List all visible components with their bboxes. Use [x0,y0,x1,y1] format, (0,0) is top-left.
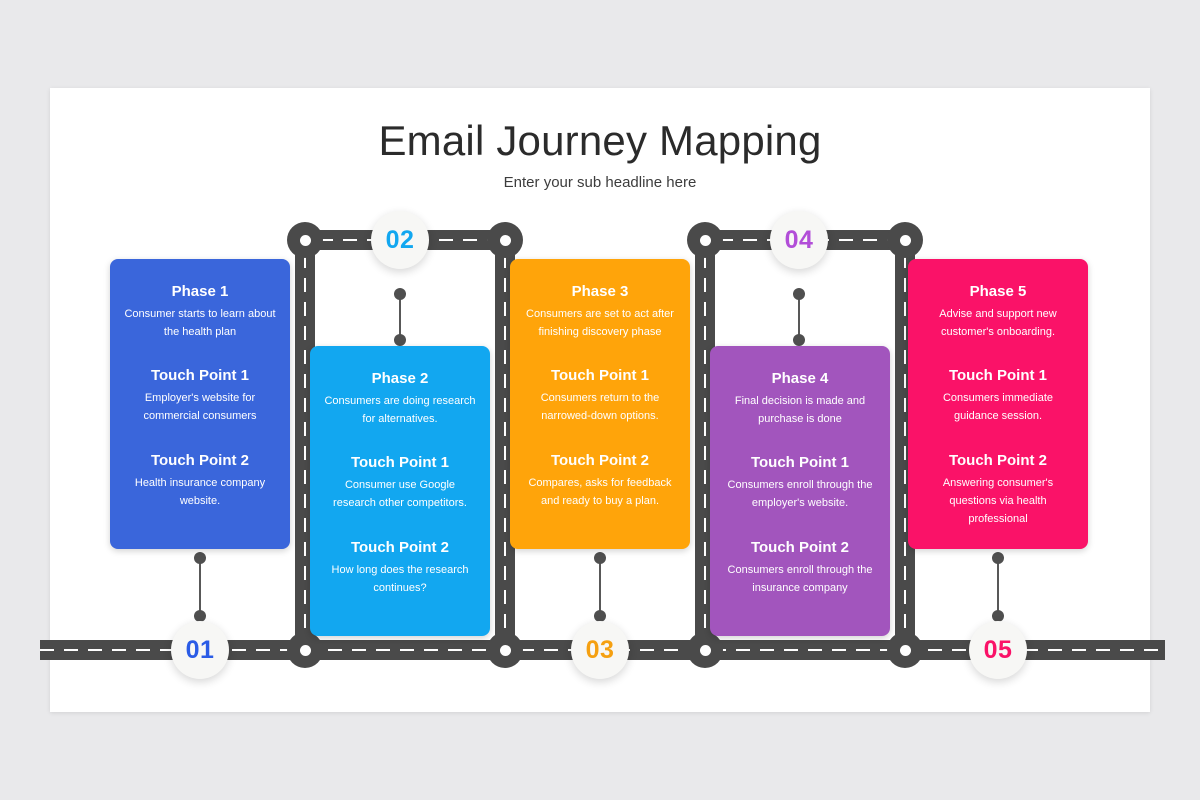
pin-dot-top [793,288,805,300]
road-corner-knob-4 [887,222,923,258]
touchpoint1-title: Touch Point 1 [750,454,850,472]
pin-dot-top [194,552,206,564]
phase-title: Phase 1 [171,283,229,300]
touchpoint2-title: Touch Point 2 [750,538,850,556]
road-junction-knob-2 [487,632,523,668]
touchpoint1-title: Touch Point 1 [948,367,1048,385]
phase-title: Phase 3 [571,283,629,300]
touchpoint2-title: Touch Point 2 [550,451,650,469]
touchpoint2-title: Touch Point 2 [948,451,1048,469]
road-dash [904,230,906,650]
pin-connector-5 [992,552,1004,622]
pin-dot-top [394,288,406,300]
touchpoint1-description: Employer's website for commercial consum… [143,392,257,423]
phase-card-1[interactable]: Phase 1 Consumer starts to learn about t… [110,259,290,549]
phase-title: Phase 2 [371,370,429,387]
step-badge-03[interactable]: 03 [571,621,629,679]
phase-card-2[interactable]: Phase 2 Consumers are doing research for… [310,346,490,636]
touchpoint1-description: Consumers return to the narrowed-down op… [540,392,660,423]
pin-connector-1 [194,552,206,622]
step-badge-label: 01 [185,635,215,664]
pin-connector-3 [594,552,606,622]
touchpoint1-title: Touch Point 1 [150,367,250,385]
pin-dot-bottom [992,610,1004,622]
pin-stem [798,294,800,340]
pin-connector-4 [793,288,805,346]
touchpoint2-description: Health insurance company website. [134,476,266,507]
step-badge-02[interactable]: 02 [371,211,429,269]
touchpoint1-description: Consumer use Google research other compe… [333,479,467,510]
touchpoint2-description: Compares, asks for feedback and ready to… [528,476,672,507]
road-corner-knob-3 [687,222,723,258]
pin-dot-bottom [194,610,206,622]
phase-description: Final decision is made and purchase is d… [734,395,866,426]
road-junction-knob-4 [887,632,923,668]
road-corner-knob-1 [287,222,323,258]
road-dash [704,230,706,650]
road-dash [504,230,506,650]
step-badge-label: 04 [784,225,814,254]
phase-title: Phase 5 [969,283,1027,300]
pin-stem [599,558,601,616]
step-badge-05[interactable]: 05 [969,621,1027,679]
touchpoint2-description: How long does the research continues? [331,563,469,594]
pin-stem [399,294,401,340]
road-corner-knob-2 [487,222,523,258]
touchpoint2-description: Consumers enroll through the insurance c… [727,563,873,594]
touchpoint1-title: Touch Point 1 [350,454,450,472]
step-badge-label: 02 [385,225,415,254]
phase-card-3[interactable]: Phase 3 Consumers are set to act after f… [510,259,690,549]
pin-stem [199,558,201,616]
pin-dot-top [992,552,1004,564]
phase-card-5[interactable]: Phase 5 Advise and support new customer'… [908,259,1088,549]
phase-description: Advise and support new customer's onboar… [939,308,1057,339]
touchpoint2-title: Touch Point 2 [150,451,250,469]
road-dash [304,230,306,650]
road-junction-knob-3 [687,632,723,668]
pin-dot-top [594,552,606,564]
pin-dot-bottom [793,334,805,346]
pin-stem [997,558,999,616]
touchpoint1-description: Consumers immediate guidance session. [942,392,1054,423]
step-badge-label: 05 [983,635,1013,664]
phase-card-4[interactable]: Phase 4 Final decision is made and purch… [710,346,890,636]
step-badge-label: 03 [585,635,615,664]
touchpoint1-description: Consumers enroll through the employer's … [727,479,873,510]
pin-connector-2 [394,288,406,346]
pin-dot-bottom [594,610,606,622]
touchpoint1-title: Touch Point 1 [550,367,650,385]
touchpoint2-description: Answering consumer's questions via healt… [942,476,1054,525]
phase-title: Phase 4 [771,370,829,387]
step-badge-04[interactable]: 04 [770,211,828,269]
road-junction-knob-1 [287,632,323,668]
step-badge-01[interactable]: 01 [171,621,229,679]
phase-description: Consumer starts to learn about the healt… [124,308,276,339]
pin-dot-bottom [394,334,406,346]
touchpoint2-title: Touch Point 2 [350,538,450,556]
phase-description: Consumers are doing research for alterna… [324,395,476,426]
phase-description: Consumers are set to act after finishing… [526,308,674,339]
